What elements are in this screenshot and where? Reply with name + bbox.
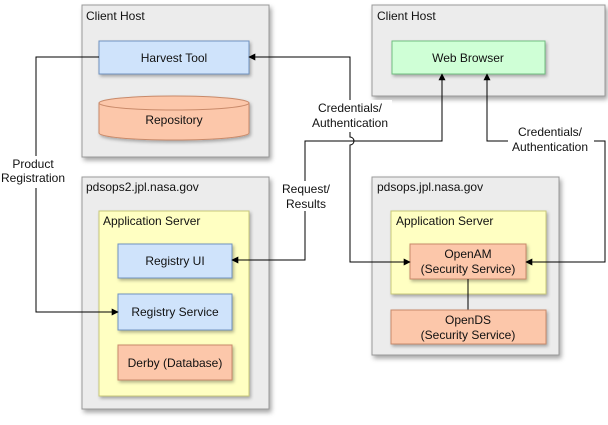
harvest-tool-box [98, 40, 250, 75]
credentials-left-label-line2: Authentication [312, 116, 388, 130]
credentials-right-label-line2: Authentication [512, 140, 588, 154]
credentials-right-label-line1: Credentials/ [518, 125, 583, 139]
client-host-harvest-title: Client Host [86, 9, 145, 23]
client-host-harvest: Client Host Harvest Tool Repository [81, 4, 270, 158]
registry-ui-box [117, 243, 233, 279]
browser-openam-credentials-connector [483, 73, 606, 266]
derby-label: Derby (Database) [128, 356, 223, 370]
registry-host: pdsops2.jpl.nasa.gov Application Server … [81, 176, 270, 410]
openam-label-line1: OpenAM [444, 247, 491, 261]
browser-registry-request-connector [231, 73, 446, 264]
registry-ui-label: Registry UI [145, 254, 204, 268]
derby-box [117, 344, 233, 381]
credentials-left-label-bg [310, 100, 392, 132]
request-results-label-line2: Results [286, 197, 326, 211]
registry-service-label: Registry Service [131, 305, 219, 319]
repository-label: Repository [145, 113, 202, 127]
client-host-browser-title: Client Host [377, 9, 436, 23]
security-host-title: pdsops.jpl.nasa.gov [377, 180, 483, 194]
security-host: pdsops.jpl.nasa.gov Application Server O… [371, 176, 560, 356]
product-registration-label-bg [2, 156, 62, 188]
security-app-server-title: Application Server [396, 214, 493, 228]
opends-label-line1: OpenDS [445, 313, 491, 327]
request-results-label-bg [278, 181, 334, 211]
product-registration-label-line1: Product [12, 157, 54, 171]
openam-label-line2: (Security Service) [421, 262, 516, 276]
credentials-left-label-line1: Credentials/ [318, 101, 383, 115]
credentials-right-label-bg [508, 124, 594, 156]
opends-box [390, 309, 547, 345]
registry-service-box [117, 293, 233, 331]
web-browser-label: Web Browser [432, 51, 504, 65]
product-registration-label-line2: Registration [1, 171, 65, 185]
opends-label-line2: (Security Service) [421, 328, 516, 342]
client-host-browser: Client Host Web Browser [371, 4, 606, 97]
registry-app-server-title: Application Server [103, 214, 200, 228]
registry-host-title: pdsops2.jpl.nasa.gov [86, 180, 199, 194]
harvest-tool-label: Harvest Tool [141, 51, 207, 65]
request-results-label-line1: Request/ [282, 182, 331, 196]
